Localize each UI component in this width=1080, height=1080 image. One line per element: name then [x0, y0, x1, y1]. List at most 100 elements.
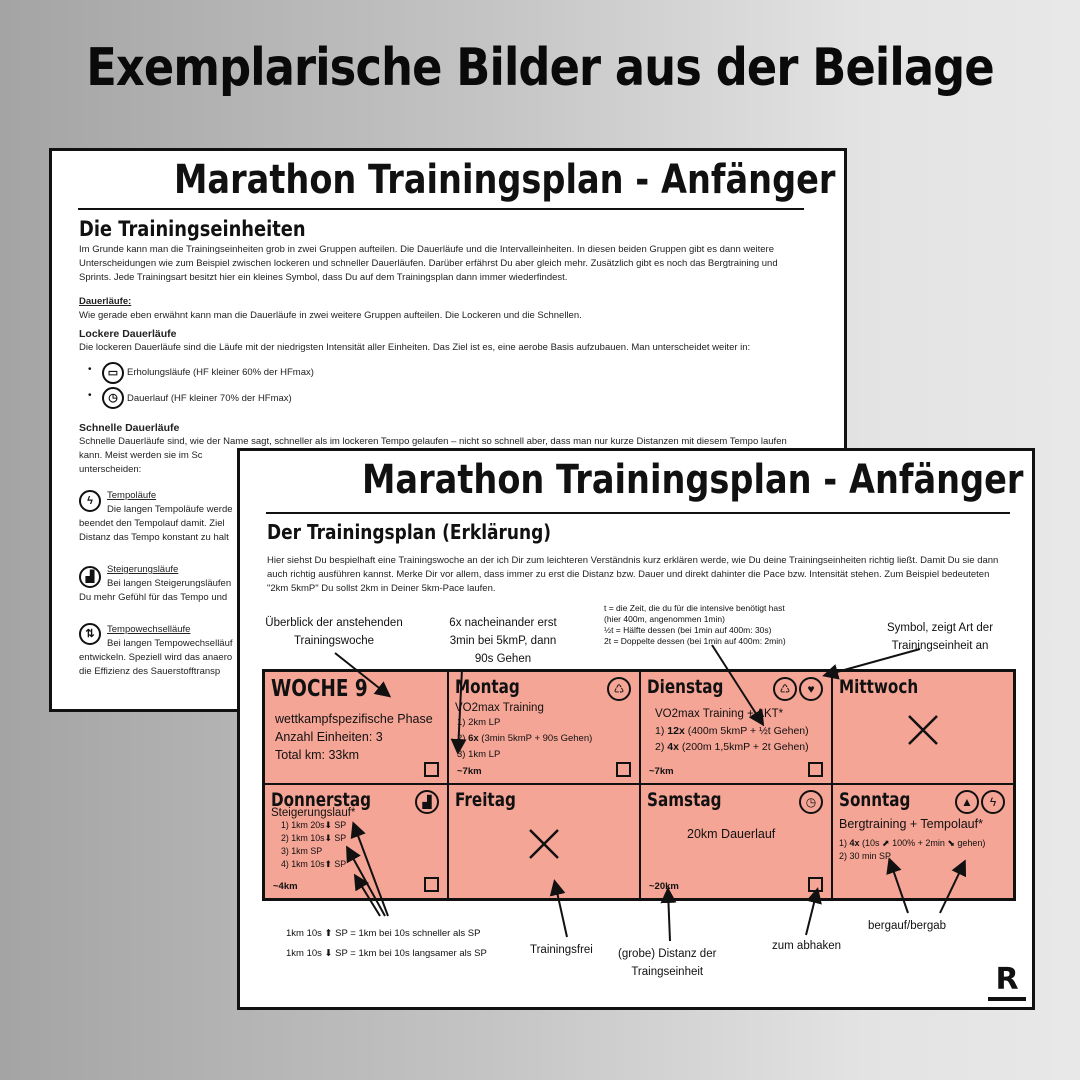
- sheet-trainingsplan: Marathon Trainingsplan - Anfänger Der Tr…: [237, 448, 1035, 1010]
- bullet-dot: •: [88, 364, 92, 375]
- lungs-icon: ♺: [607, 677, 631, 701]
- wechsel-label: Tempowechselläufe: [107, 624, 191, 635]
- intro-paragraph: Im Grunde kann man die Trainingseinheite…: [79, 244, 778, 283]
- rest-day-cross-icon: [529, 828, 559, 859]
- clock-icon: ◷: [799, 790, 823, 814]
- swap-arrows-icon: ⇅: [79, 623, 101, 645]
- checkbox[interactable]: [808, 762, 823, 777]
- tempo-label: Tempoläufe: [107, 490, 157, 501]
- day-title: Dienstag: [647, 676, 724, 698]
- distance-label: ~4km: [273, 881, 298, 892]
- title-divider: [78, 208, 804, 210]
- annotation-up-down: bergauf/bergab: [868, 920, 947, 932]
- rest-day-cross-icon: [908, 714, 938, 745]
- annotation-symbol: Symbol, zeigt Art der Trainingseinheit a…: [886, 622, 994, 652]
- workout-title: 20km Dauerlauf: [687, 827, 776, 841]
- day-title: Donnerstag: [271, 789, 371, 811]
- annotation-slower: 1km 10s ⬇ SP = 1km bei 10s langsamer als…: [286, 948, 487, 959]
- day-cell-sonntag: Sonntag ▲ ϟ Bergtraining + Tempolauf* 1)…: [833, 785, 1013, 898]
- day-title: Mittwoch: [839, 676, 919, 698]
- schnell-text-2: unterscheiden:: [79, 464, 142, 475]
- workout-title: Bergtraining + Tempolauf*: [839, 817, 983, 831]
- lightning-icon: ϟ: [79, 490, 101, 512]
- bullet-dot: •: [88, 390, 92, 401]
- distance-label: ~7km: [649, 766, 674, 777]
- workout-line-3: 3) 1km SP: [281, 846, 323, 856]
- workout-line-3: 3) 1km LP: [457, 749, 501, 760]
- wechsel-text-1: Bei langen Tempowechselläuf: [107, 638, 233, 649]
- week-summary-cell: WOCHE 9 wettkampfspezifische Phase Anzah…: [265, 672, 449, 785]
- schnell-text: Schnelle Dauerläufe sind, wie der Name s…: [79, 436, 787, 461]
- dauer-text: Wie gerade eben erwähnt kann man die Dau…: [79, 310, 582, 321]
- day-cell-montag: Montag ♺ VO2max Training 1) 2km LP 2) 6x…: [449, 672, 641, 785]
- workout-title: VO2max Training + AKT*: [655, 708, 784, 720]
- section-heading: Der Trainingsplan (Erklärung): [267, 520, 552, 544]
- sheet-title: Marathon Trainingsplan - Anfänger: [174, 157, 836, 203]
- lungs-icon: ♺: [773, 677, 797, 701]
- week-phase: wettkampfspezifische Phase: [275, 712, 433, 726]
- week-units: Anzahl Einheiten: 3: [275, 730, 383, 744]
- annotation-distance: (grobe) Distanz der Traingseinheit: [618, 948, 717, 978]
- workout-line-2: 2) 1km 10s⬇ SP: [281, 833, 347, 843]
- checkbox[interactable]: [424, 877, 439, 892]
- workout-line-4: 4) 1km 10s⬆ SP: [281, 859, 347, 869]
- day-title: Sonntag: [839, 789, 911, 811]
- annotation-overview: Überblick der anstehenden Trainingswoche: [265, 617, 403, 647]
- intro-paragraph: Hier siehst Du bespielhaft eine Training…: [267, 555, 999, 594]
- tempo-text-3: Distanz das Tempo konstant zu halt: [79, 532, 229, 543]
- brand-logo: R: [988, 965, 1026, 1001]
- day-title: Samstag: [647, 789, 722, 811]
- clock-icon: ◷: [102, 387, 124, 409]
- workout-line-2: 2) 4x (200m 1,5kmP + 2t Gehen): [655, 741, 809, 753]
- heart-icon: ♥: [799, 677, 823, 701]
- bullet-dauerlauf: Dauerlauf (HF kleiner 70% der HFmax): [127, 393, 292, 404]
- workout-title: Steigerungslauf*: [271, 807, 356, 819]
- day-cell-samstag: Samstag ◷ 20km Dauerlauf ~20km: [641, 785, 833, 898]
- checkbox[interactable]: [616, 762, 631, 777]
- week-title: WOCHE 9: [271, 676, 368, 702]
- annotation-repeat: 6x nacheinander erst 3min bei 5kmP, dann…: [449, 617, 557, 665]
- tempo-text-1: Die langen Tempoläufe werde: [107, 504, 233, 515]
- day-cell-mittwoch: Mittwoch: [833, 672, 1013, 785]
- locker-heading: Lockere Dauerläufe: [79, 328, 177, 340]
- day-title: Montag: [455, 676, 520, 698]
- schnell-heading: Schnelle Dauerläufe: [79, 422, 180, 434]
- workout-line-1: 1) 1km 20s⬇ SP: [281, 820, 347, 830]
- locker-text: Die lockeren Dauerläufe sind die Läufe m…: [79, 342, 751, 353]
- battery-icon: ▭: [102, 362, 124, 384]
- workout-line-1: 1) 4x (10s ⬈ 100% + 2min ⬊ gehen): [839, 838, 986, 848]
- chart-bars-icon: ▟: [79, 566, 101, 588]
- chart-bars-icon: ▟: [415, 790, 439, 814]
- page-headline: Exemplarische Bilder aus der Beilage: [86, 38, 994, 98]
- checkbox[interactable]: [424, 762, 439, 777]
- annotation-time-note: t = die Zeit, die du für die intensive b…: [604, 603, 786, 646]
- workout-title: VO2max Training: [455, 702, 544, 714]
- wechsel-text-3: die Effizienz des Sauerstofftransp: [79, 666, 221, 677]
- sheet-title: Marathon Trainingsplan - Anfänger: [362, 457, 1024, 503]
- day-cell-freitag: Freitag: [449, 785, 641, 898]
- wechsel-text-2: entwickeln. Speziell wird das anaero: [79, 652, 233, 663]
- section-heading: Die Trainingseinheiten: [79, 217, 306, 241]
- tempo-text-2: beendet den Tempolauf damit. Ziel: [79, 518, 225, 529]
- title-divider: [266, 512, 1010, 514]
- annotation-checkbox: zum abhaken: [772, 940, 842, 952]
- day-cell-donnerstag: Donnerstag ▟ Steigerungslauf* 1) 1km 20s…: [265, 785, 449, 898]
- steig-text-1: Bei langen Steigerungsläufen: [107, 578, 232, 589]
- workout-line-1: 1) 2km LP: [457, 717, 501, 728]
- lightning-icon: ϟ: [981, 790, 1005, 814]
- checkbox[interactable]: [808, 877, 823, 892]
- bullet-erholung: Erholungsläufe (HF kleiner 60% der HFmax…: [127, 367, 314, 378]
- workout-line-1: 1) 12x (400m 5kmP + ½t Gehen): [655, 725, 809, 737]
- workout-line-2: 2) 6x (3min 5kmP + 90s Gehen): [457, 733, 593, 744]
- annotation-faster: 1km 10s ⬆ SP = 1km bei 10s schneller als…: [286, 928, 481, 939]
- day-title: Freitag: [455, 789, 516, 811]
- annotation-rest-day: Trainingsfrei: [530, 944, 593, 956]
- distance-label: ~7km: [457, 766, 482, 777]
- training-week-grid: WOCHE 9 wettkampfspezifische Phase Anzah…: [262, 669, 1016, 901]
- week-total: Total km: 33km: [275, 748, 360, 762]
- steig-label: Steigerungsläufe: [107, 564, 179, 575]
- day-cell-dienstag: Dienstag ♺ ♥ VO2max Training + AKT* 1) 1…: [641, 672, 833, 785]
- steig-text-2: Du mehr Gefühl für das Tempo und: [79, 592, 228, 603]
- mountain-icon: ▲: [955, 790, 979, 814]
- workout-line-2: 2) 30 min SP: [839, 851, 892, 861]
